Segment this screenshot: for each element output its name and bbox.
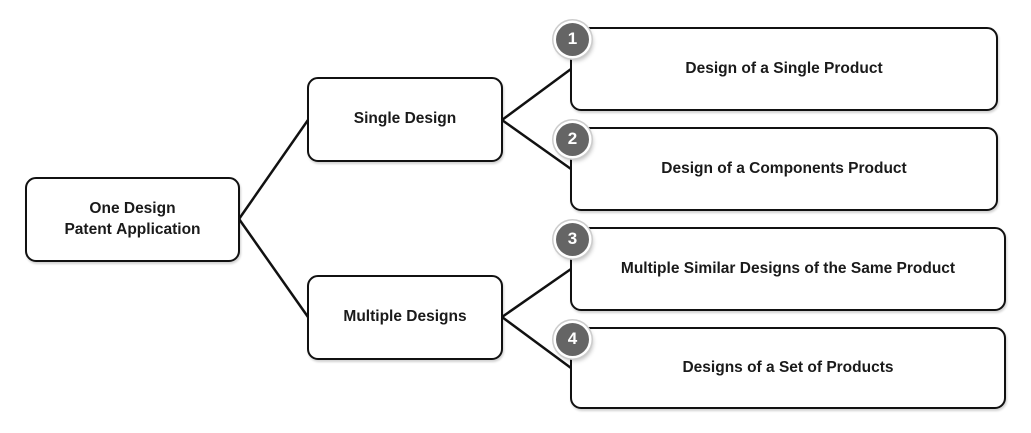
branch-node-single-design: Single Design [307,77,503,162]
leaf-node-designs-of-a-set-of-products: 4 Designs of a Set of Products [556,323,1006,409]
leaf-node-label: Design of a Single Product [685,59,883,77]
leaf-node-design-of-a-components-product: 2 Design of a Components Product [556,123,998,211]
number-badge-1: 1 [556,23,589,56]
number-badge-2: 2 [556,123,589,156]
leaf-node-design-of-a-single-product: 1 Design of a Single Product [556,23,998,111]
connector-multiple-to-leaf4 [501,315,572,370]
connector-root-to-single [237,119,310,220]
connector-single-to-leaf2 [501,118,572,171]
leaf-node-label: Multiple Similar Designs of the Same Pro… [620,259,956,277]
leaf-node-label: Design of a Components Product [661,159,907,177]
root-node-label: One Design Patent Application [64,199,201,238]
number-badge-4: 4 [556,323,589,356]
root-node-one-design-patent-application: One Design Patent Application [25,177,240,262]
leaf-node-label: Designs of a Set of Products [682,358,894,376]
connector-multiple-to-leaf3 [501,267,572,319]
branch-node-multiple-designs: Multiple Designs [307,275,503,360]
leaf-node-multiple-similar-designs-same-product: 3 Multiple Similar Designs of the Same P… [556,223,1006,311]
branch-node-label: Multiple Designs [343,308,467,326]
connector-root-to-multiple [237,218,310,318]
branch-node-label: Single Design [353,110,457,128]
number-badge-3: 3 [556,223,589,256]
connector-single-to-leaf1 [501,67,572,122]
